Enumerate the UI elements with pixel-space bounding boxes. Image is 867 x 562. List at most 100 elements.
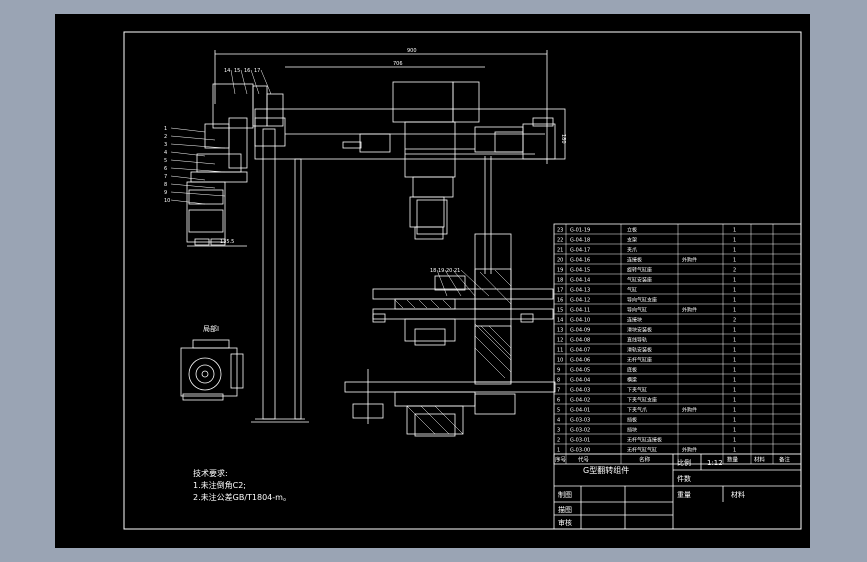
bom-cell: 外购件	[682, 257, 697, 264]
bom-cell: G-04-14	[570, 278, 590, 284]
bom-cell: 旋转气缸座	[627, 267, 652, 274]
tech-heading: 技术要求:	[193, 468, 228, 478]
bom-cell: 1	[733, 248, 736, 254]
bom-cell: 16	[557, 298, 563, 304]
bom-header-cell: 代号	[578, 456, 590, 464]
part-balloon: 17	[254, 68, 260, 74]
leader-line	[170, 199, 206, 205]
part-balloon: 18	[430, 268, 436, 274]
bom-cell: 下夹气缸支座	[627, 397, 657, 404]
bom-cell: 1	[733, 238, 736, 244]
leader-line	[444, 269, 462, 297]
leader-line	[240, 69, 248, 95]
tech-item-2: 2.未注公差GB/T1804-m。	[193, 492, 291, 502]
pieces-label: 件数	[677, 474, 691, 483]
bom-cell: 20	[557, 258, 563, 264]
bom-cell: G-04-07	[570, 348, 590, 354]
bom-cell: G-04-08	[570, 338, 590, 344]
bom-cell: 夹爪	[627, 247, 637, 254]
bom-cell: G-04-01	[570, 408, 590, 414]
bom-cell: G-04-18	[570, 238, 590, 244]
leader-line	[170, 191, 226, 197]
bom-cell: 滑轨安装板	[627, 347, 652, 354]
tech-item-1: 1.未注倒角C2;	[193, 480, 246, 490]
front-view	[186, 50, 566, 437]
leader-line	[250, 69, 260, 95]
bom-cell: 无杆气缸连接板	[627, 437, 662, 444]
bom-cell: G-04-12	[570, 298, 590, 304]
leader-line	[170, 151, 206, 157]
bom-cell: G-03-01	[570, 438, 590, 444]
bom-cell: 滑块安装板	[627, 327, 652, 334]
bom-cell: 1	[733, 358, 736, 364]
part-balloon: 7	[164, 174, 167, 180]
leader-line	[170, 127, 206, 133]
bom-cell: 22	[557, 238, 563, 244]
bom-header-cell: 材料	[754, 456, 766, 464]
bom-cell: 1	[733, 278, 736, 284]
bom-cell: G-04-06	[570, 358, 590, 364]
bom-cell: 1	[733, 258, 736, 264]
bom-cell: 15	[557, 308, 563, 314]
bom-cell: 17	[557, 288, 563, 294]
bom-cell: 气缸安装座	[627, 277, 652, 284]
leader-line	[170, 183, 216, 189]
checked-label: 审核	[558, 518, 572, 527]
bom-cell: 1	[733, 428, 736, 434]
bom-cell: 气缸	[627, 287, 637, 294]
bom-cell: G-04-03	[570, 388, 590, 394]
bom-cell: 1	[733, 228, 736, 234]
part-balloon: 2	[164, 134, 167, 140]
part-balloon: 6	[164, 166, 167, 172]
bom-cell: G-04-15	[570, 268, 590, 274]
bom-cell: 1	[733, 348, 736, 354]
bom-cell: 下夹气爪	[627, 407, 647, 414]
bom-header-cell: 名称	[639, 456, 651, 464]
bom-cell: 1	[733, 328, 736, 334]
bom-cell: 立板	[627, 227, 637, 234]
traced-label: 描图	[558, 505, 572, 514]
drawn-label: 制图	[558, 490, 572, 499]
bom-cell: G-04-11	[570, 308, 590, 314]
leader-line	[170, 135, 216, 141]
bom-cell: 11	[557, 348, 563, 354]
leader-line	[170, 175, 206, 181]
bom-cell: 7	[557, 388, 560, 394]
ratio-value: 1:12	[707, 459, 723, 467]
part-balloon: 10	[164, 198, 170, 204]
dim-overall-width: 900	[407, 48, 417, 54]
dim-inner-width: 706	[393, 61, 403, 67]
bom-cell: 1	[733, 408, 736, 414]
part-balloon: 3	[164, 142, 167, 148]
bom-cell: 1	[733, 338, 736, 344]
bom-header-cell: 序号	[555, 456, 567, 464]
material-label: 材料	[731, 490, 745, 499]
weight-label: 重量	[677, 491, 691, 499]
bom-cell: 3	[557, 428, 560, 434]
bom-cell: 19	[557, 268, 563, 274]
detail-view	[180, 339, 244, 401]
part-balloon: 20	[446, 268, 452, 274]
bom-cell: 1	[733, 378, 736, 384]
bom-cell: 8	[557, 378, 560, 384]
leader-line	[460, 269, 490, 297]
bom-cell: 2	[557, 438, 560, 444]
bom-cell: G-04-10	[570, 318, 590, 324]
leader-line	[170, 167, 226, 173]
part-balloon: 21	[454, 268, 460, 274]
bom-header-cell: 数量	[727, 456, 739, 464]
title-name: G型翻转组件	[583, 465, 629, 475]
bom-cell: 下夹气缸	[627, 387, 647, 394]
bom-cell: 连接板	[627, 257, 642, 264]
bom-cell: G-04-17	[570, 248, 590, 254]
part-balloon: 14	[224, 68, 230, 74]
bom-cell: 18	[557, 278, 563, 284]
bom-cell: G-04-13	[570, 288, 590, 294]
bom-cell: 1	[733, 388, 736, 394]
hatch	[394, 269, 512, 435]
bom-header-cell: 备注	[779, 456, 791, 464]
